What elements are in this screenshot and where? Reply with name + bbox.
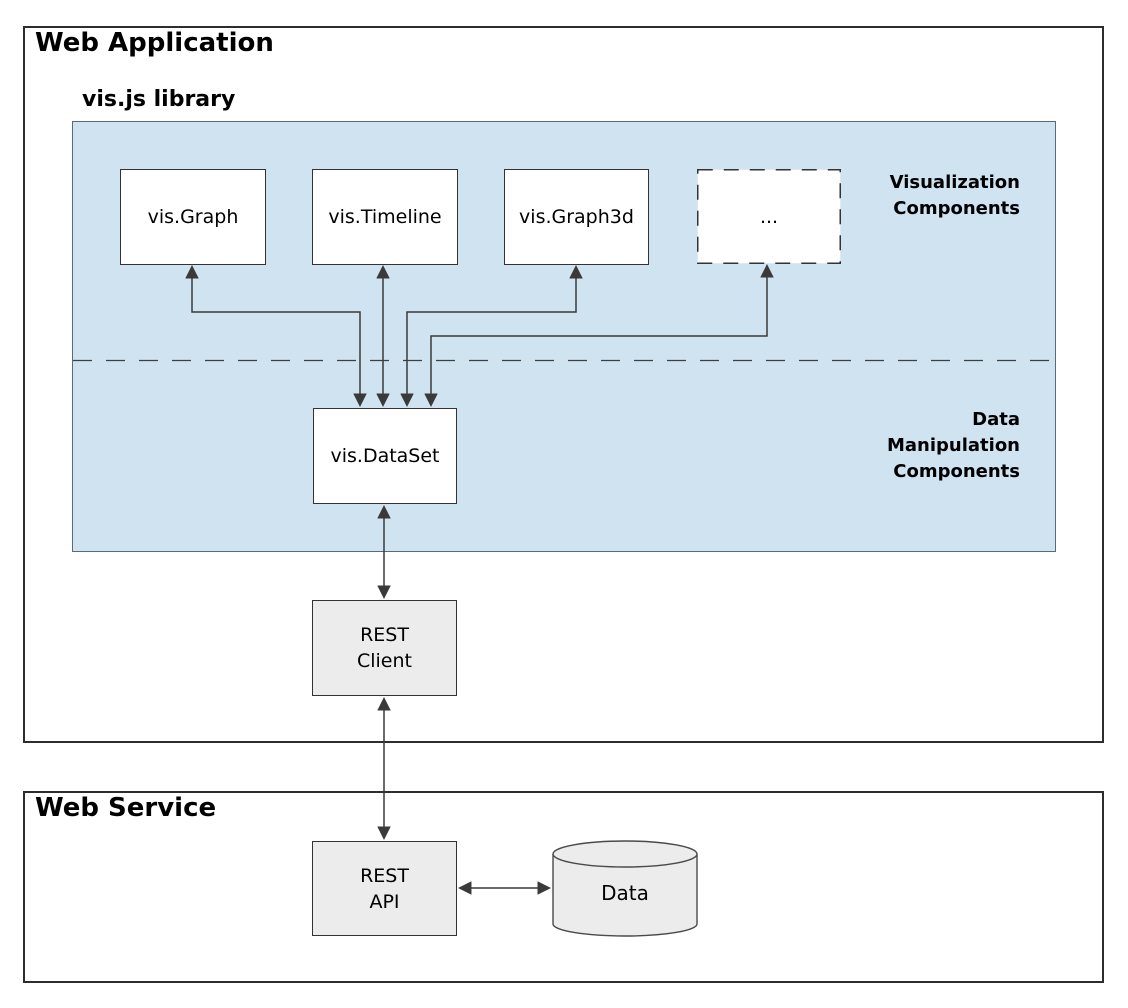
data-manipulation-line3: Components	[893, 461, 1020, 482]
node-rest-api: REST API	[312, 841, 457, 936]
visualization-components-line1: Visualization	[889, 172, 1020, 193]
web-service-box	[23, 791, 1104, 983]
visualization-components-line2: Components	[893, 198, 1020, 219]
web-application-label: Web Application	[35, 28, 274, 58]
data-manipulation-line1: Data	[972, 409, 1020, 430]
web-application-box	[23, 26, 1104, 743]
visjs-library-label: vis.js library	[82, 87, 236, 112]
rest-client-line2: Client	[356, 650, 412, 672]
visualization-components-label: Visualization Components	[890, 170, 1020, 222]
rest-api-line2: API	[369, 890, 400, 913]
component-vis-graph-label: vis.Graph	[147, 206, 239, 228]
component-vis-timeline: vis.Timeline	[312, 169, 458, 265]
web-service-label: Web Service	[35, 793, 217, 823]
component-vis-timeline-label: vis.Timeline	[328, 206, 442, 228]
data-manipulation-components-label: Data Manipulation Components	[887, 407, 1020, 485]
data-manipulation-line2: Manipulation	[886, 435, 1020, 456]
component-vis-graph3d-label: vis.Graph3d	[519, 206, 634, 228]
node-vis-dataset-label: vis.DataSet	[330, 445, 440, 467]
rest-api-line1: REST	[360, 864, 409, 887]
node-vis-dataset: vis.DataSet	[313, 408, 457, 504]
rest-client-line1: REST	[360, 624, 409, 646]
node-rest-client: REST Client	[312, 600, 457, 696]
component-vis-graph: vis.Graph	[120, 169, 266, 265]
component-more: ...	[697, 169, 841, 264]
component-vis-graph3d: vis.Graph3d	[504, 169, 649, 265]
data-store-label: Data	[601, 881, 649, 905]
component-more-label: ...	[759, 205, 779, 228]
